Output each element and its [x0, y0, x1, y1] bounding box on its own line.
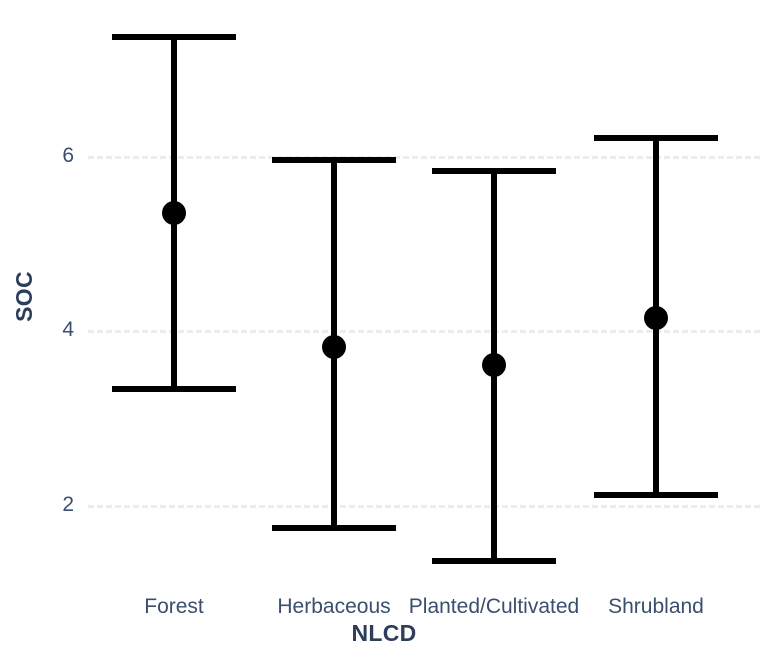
y-tick-label-4: 4 [62, 318, 74, 341]
data-point-herbaceous [322, 335, 346, 359]
errorbar-cap-lower-herbaceous [272, 525, 396, 531]
errorbar-cap-lower-shrubland [594, 492, 718, 498]
gridline-2 [88, 505, 760, 508]
data-point-forest [162, 201, 186, 225]
y-tick-label-2: 2 [62, 493, 74, 516]
data-point-shrubland [644, 306, 668, 330]
x-tick-label-forest: Forest [144, 595, 204, 618]
gridline-4 [88, 330, 760, 333]
plot-panel: 6 4 2 [62, 34, 760, 564]
errorbar-cap-lower-planted-cultivated [432, 558, 556, 564]
x-axis-title: NLCD [351, 620, 417, 646]
errorbar-cap-lower-forest [112, 386, 236, 392]
x-tick-label-shrubland: Shrubland [608, 595, 704, 618]
gridline-6 [88, 156, 760, 159]
y-tick-label-6: 6 [62, 144, 74, 167]
x-tick-label-herbaceous: Herbaceous [277, 595, 391, 618]
data-point-planted-cultivated [482, 353, 506, 377]
x-tick-label-planted-cultivated: Planted/Cultivated [408, 595, 580, 618]
